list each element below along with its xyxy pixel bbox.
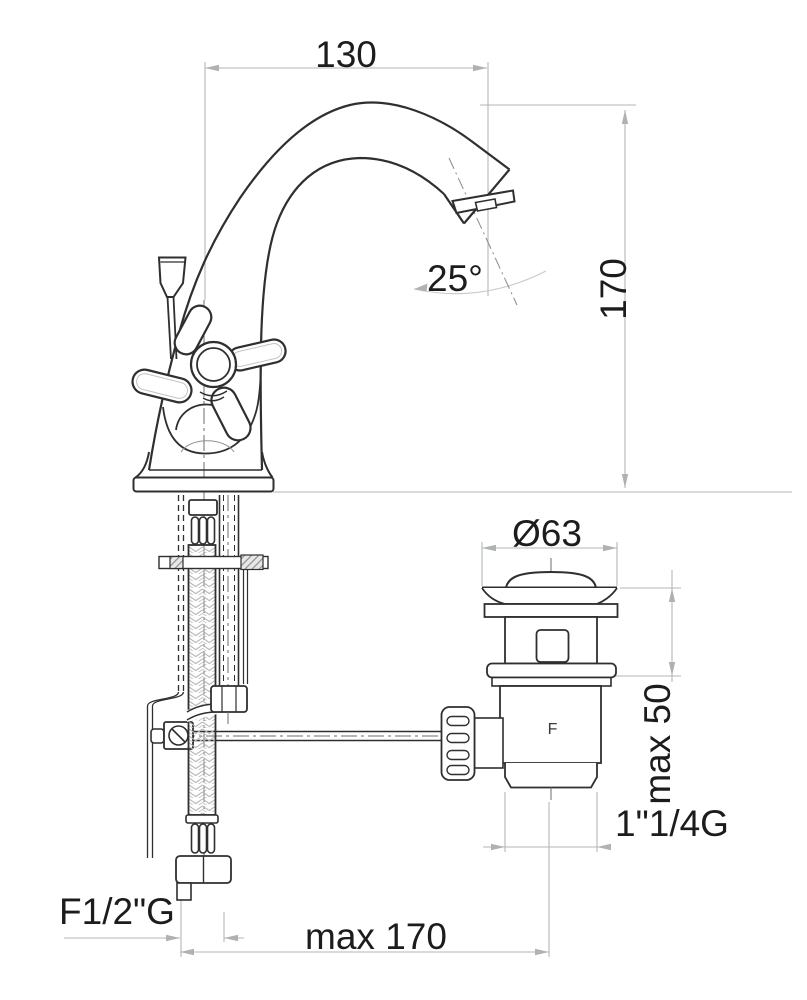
label-spout-angle: 25° — [427, 258, 483, 299]
drain-top-flange — [481, 587, 618, 605]
angle-arc-25 — [413, 270, 547, 295]
handle-hub-inner — [196, 347, 231, 382]
mounting-bracket — [158, 554, 269, 571]
mounting-shank — [210, 495, 249, 724]
hose-top-nut — [188, 499, 218, 516]
drain-thread-end — [504, 763, 598, 789]
label-spout-reach: 130 — [315, 34, 377, 75]
clamp-stub — [150, 728, 165, 744]
drain-mid-flange — [486, 662, 617, 679]
drain-flange-band — [483, 603, 619, 618]
drain-overflow-hole — [535, 629, 570, 663]
shank-nut — [210, 685, 248, 713]
pop-up-rod — [146, 495, 185, 858]
spout-outer-curve — [147, 101, 511, 471]
spout-angle-centerline — [448, 157, 518, 306]
aerator-notch — [474, 198, 498, 212]
drain-rod-connector — [473, 717, 504, 769]
drain-plug-cap — [505, 570, 597, 589]
label-hose-thread: F1/2"G — [59, 891, 175, 932]
handle-spoke-bottom — [210, 386, 252, 442]
supply-hose — [175, 499, 232, 901]
faucet-base — [132, 476, 275, 493]
label-drain-diameter: Ø63 — [512, 513, 582, 554]
lever-knob — [157, 256, 187, 298]
hose-braid — [187, 544, 217, 816]
label-drain-marking: F — [548, 721, 558, 738]
lever-stem — [166, 296, 172, 360]
cross-handle — [131, 304, 287, 442]
handle-spoke-top — [173, 304, 213, 356]
drain-assembly — [440, 570, 619, 800]
lift-rod-lever — [157, 256, 187, 360]
label-spout-height: 170 — [593, 258, 634, 320]
rod-clamp — [150, 721, 194, 750]
label-drain-thread: 1"1/4G — [615, 803, 729, 844]
dimension-arrowheads — [166, 64, 676, 956]
label-max-drain-distance: max 170 — [305, 916, 447, 957]
hose-thread-nipple — [176, 882, 192, 901]
body-front-curve — [162, 354, 262, 455]
faucet-group — [132, 101, 516, 493]
drain-lower-body — [499, 685, 602, 764]
horizontal-drain-rod — [193, 730, 442, 742]
spout-inner-curve — [259, 156, 445, 471]
handle-spoke-left — [131, 368, 193, 404]
label-max-deck-thickness: max 50 — [637, 683, 678, 804]
